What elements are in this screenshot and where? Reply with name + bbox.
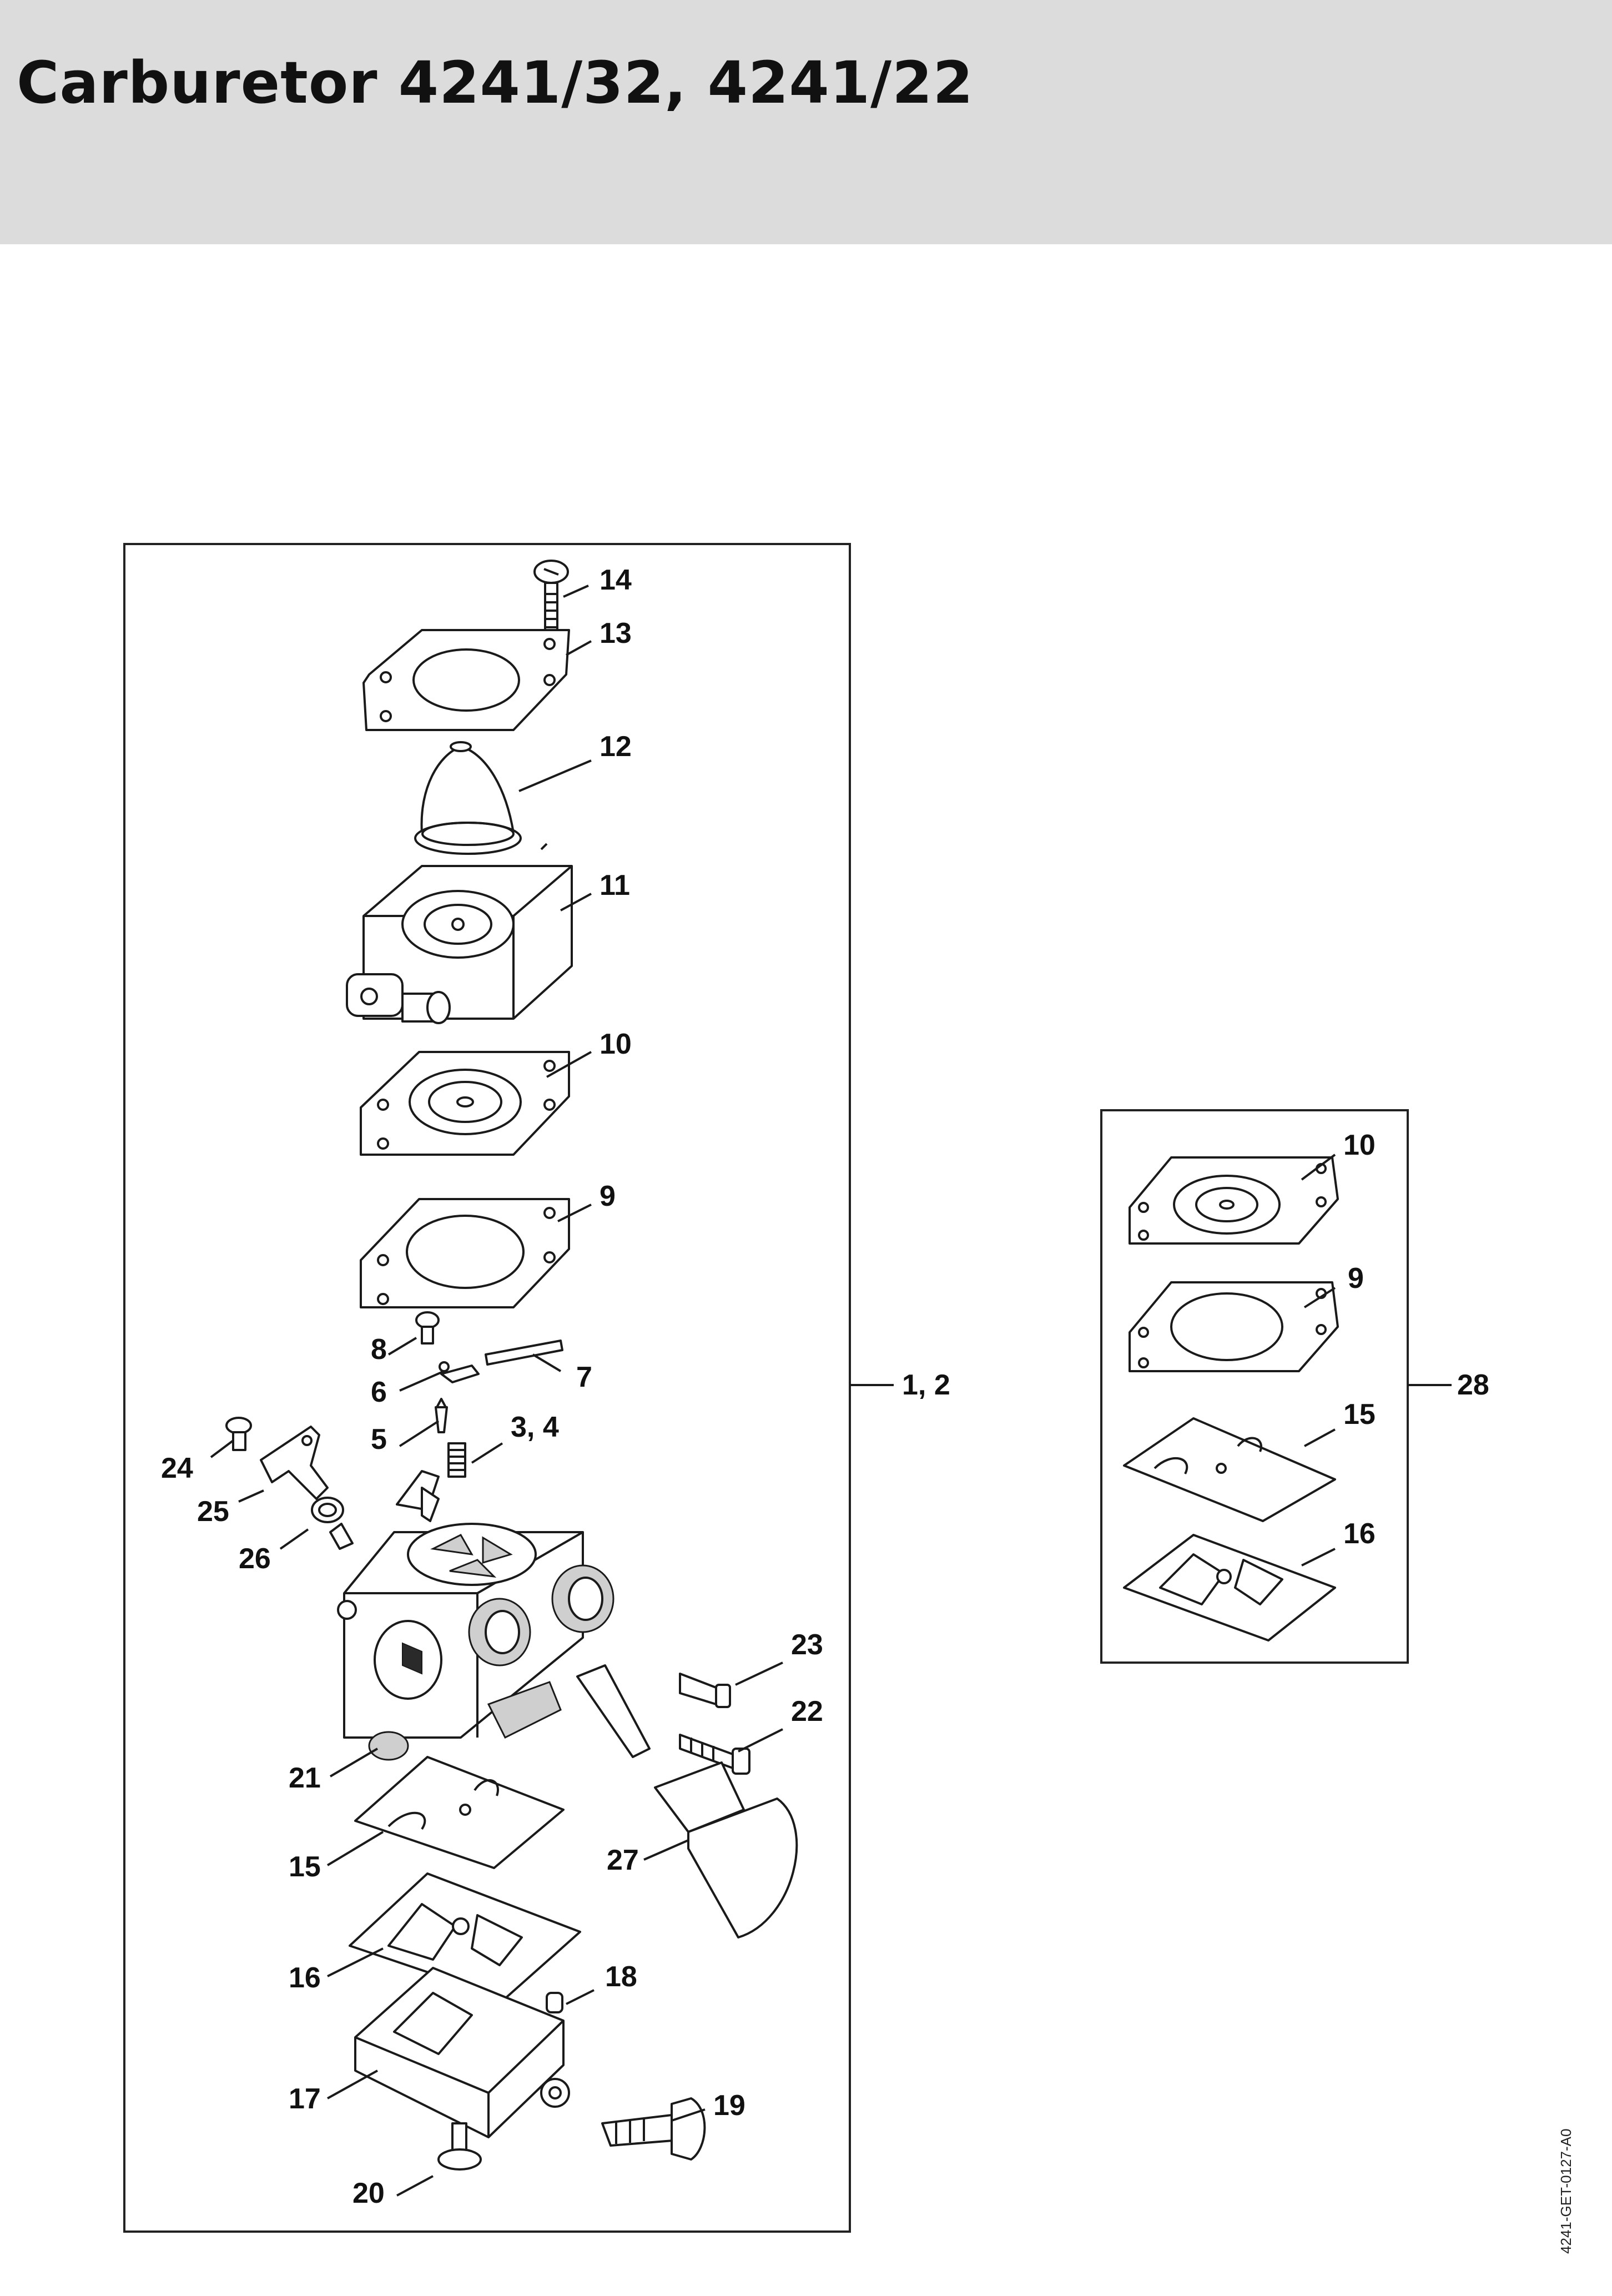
part-21-screen xyxy=(368,1731,409,1761)
callout-5: 5 xyxy=(371,1423,387,1456)
kit-panel-leaders xyxy=(1301,1154,1452,1567)
callout-26: 26 xyxy=(239,1543,271,1575)
part-7-pin xyxy=(485,1340,563,1366)
callout-7: 7 xyxy=(576,1361,592,1393)
kit-callout-15: 15 xyxy=(1343,1398,1376,1431)
callout-14: 14 xyxy=(600,564,632,596)
part-12-primer-bulb xyxy=(414,741,522,855)
main-panel-leaders xyxy=(210,585,894,2197)
kit-part-16-gasket xyxy=(1123,1534,1336,1642)
callout-17: 17 xyxy=(289,2083,321,2115)
part-3-4-spring xyxy=(447,1442,466,1478)
kit-part-10-diaphragm xyxy=(1129,1156,1339,1245)
callout-20: 20 xyxy=(352,2177,385,2209)
part-8-screw xyxy=(415,1311,440,1345)
part-10-pump-diaphragm xyxy=(360,1051,570,1156)
callout-6: 6 xyxy=(371,1376,387,1408)
kit-callout-10: 10 xyxy=(1343,1129,1376,1161)
part-24-screw xyxy=(225,1417,252,1451)
part-13-gasket xyxy=(362,629,570,731)
callout-12: 12 xyxy=(600,731,632,763)
part-17-metering-cover xyxy=(354,1967,570,2138)
callout-13: 13 xyxy=(600,617,632,649)
part-18-pin xyxy=(546,1992,563,2013)
part-11-pump-housing xyxy=(346,865,573,1024)
kit-part-9-gasket xyxy=(1129,1281,1339,1372)
header-band xyxy=(0,0,1612,244)
callout-10: 10 xyxy=(600,1028,632,1060)
callout-25: 25 xyxy=(197,1496,229,1528)
callout-11: 11 xyxy=(600,869,630,902)
part-26-bushing xyxy=(311,1497,344,1523)
callout-22: 22 xyxy=(791,1695,823,1728)
callout-24: 24 xyxy=(161,1452,193,1484)
part-6-inlet-lever xyxy=(439,1361,480,1383)
part-9-gasket xyxy=(360,1198,570,1308)
callout-23: 23 xyxy=(791,1629,823,1661)
part-20-screw xyxy=(437,2122,482,2171)
part-15-metering-diaphragm xyxy=(354,1756,565,1869)
part-22-adjusting-screw xyxy=(679,1734,750,1775)
callout-9: 9 xyxy=(600,1180,616,1212)
kit-panel-frame xyxy=(1100,1109,1409,1664)
part-27-cap xyxy=(654,1761,798,1938)
carburetor-body xyxy=(329,1470,651,1758)
callout-27: 27 xyxy=(607,1844,639,1876)
callout-18: 18 xyxy=(605,1961,637,1993)
callout-21: 21 xyxy=(289,1762,321,1794)
callout-19: 19 xyxy=(713,2089,745,2122)
kit-callout-16: 16 xyxy=(1343,1518,1376,1550)
reference-code: 4241-GET-0127-A0 xyxy=(1558,2129,1574,2254)
part-23-adjusting-screw xyxy=(679,1673,731,1708)
callout-15: 15 xyxy=(289,1851,321,1883)
callout-3-4: 3, 4 xyxy=(511,1411,559,1443)
kit-callout-9: 9 xyxy=(1348,1262,1364,1295)
kit-part-15-diaphragm xyxy=(1123,1417,1336,1522)
part-25-throttle-lever xyxy=(260,1426,329,1500)
assembly-label-kit: 28 xyxy=(1457,1369,1489,1401)
callout-8: 8 xyxy=(371,1333,387,1366)
part-19-fitting xyxy=(601,2097,706,2161)
part-14-screw xyxy=(533,560,569,640)
callout-16: 16 xyxy=(289,1962,321,1994)
main-panel-frame xyxy=(123,543,851,2233)
assembly-label-main: 1, 2 xyxy=(902,1369,950,1401)
page-title: Carburetor 4241/32, 4241/22 xyxy=(17,49,974,117)
part-5-inlet-needle xyxy=(435,1398,448,1433)
